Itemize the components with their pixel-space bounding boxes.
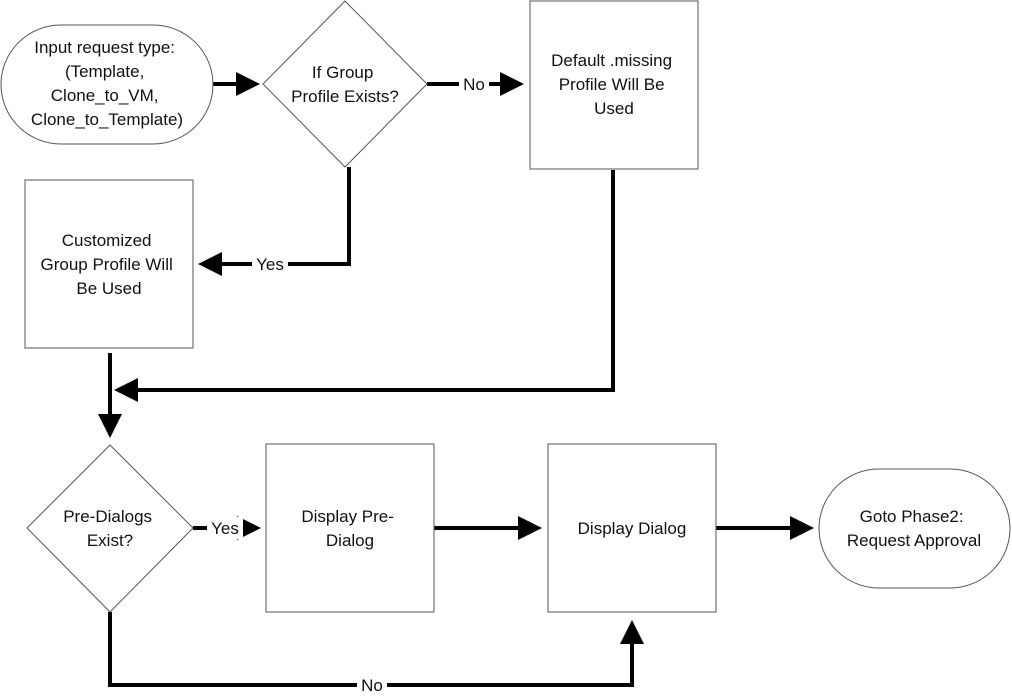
edge-default-to-merge (114, 170, 615, 402)
node-default-profile: Default .missing Profile Will Be Used (529, 0, 699, 170)
node-group-check-label: If Group Profile Exists? (291, 63, 399, 106)
edge-label-yes-middle: Yes (256, 255, 284, 274)
edge-group-check-yes (198, 167, 351, 276)
node-predialog-check: Pre-Dialogs Exist? (26, 444, 194, 613)
edge-label-yes-bottom: Yes (211, 519, 239, 538)
node-display-predialog: Display Pre- Dialog (265, 443, 435, 613)
node-display-dialog-label: Display Dialog (578, 519, 687, 538)
edge-label-no-top: No (463, 75, 485, 94)
node-custom-profile-label: Customized Group Profile Will Be Used (41, 231, 178, 298)
node-group-check: If Group Profile Exists? (262, 0, 428, 168)
edge-label-no-bottom: No (361, 676, 383, 695)
edge-labels: No Yes Yes No (207, 73, 489, 696)
node-goto-phase2-label: Goto Phase2: Request Approval (847, 507, 981, 550)
node-display-predialog-label: Display Pre- Dialog (301, 507, 398, 550)
node-custom-profile: Customized Group Profile Will Be Used (24, 179, 194, 349)
node-display-dialog: Display Dialog (547, 443, 717, 613)
node-input-label: Input request type: (Template, Clone_to_… (31, 38, 183, 129)
node-input: Input request type: (Template, Clone_to_… (0, 24, 214, 145)
node-default-profile-label: Default .missing Profile Will Be Used (551, 51, 677, 118)
node-predialog-check-label: Pre-Dialogs Exist? (63, 507, 157, 550)
node-goto-phase2: Goto Phase2: Request Approval (818, 468, 1011, 589)
